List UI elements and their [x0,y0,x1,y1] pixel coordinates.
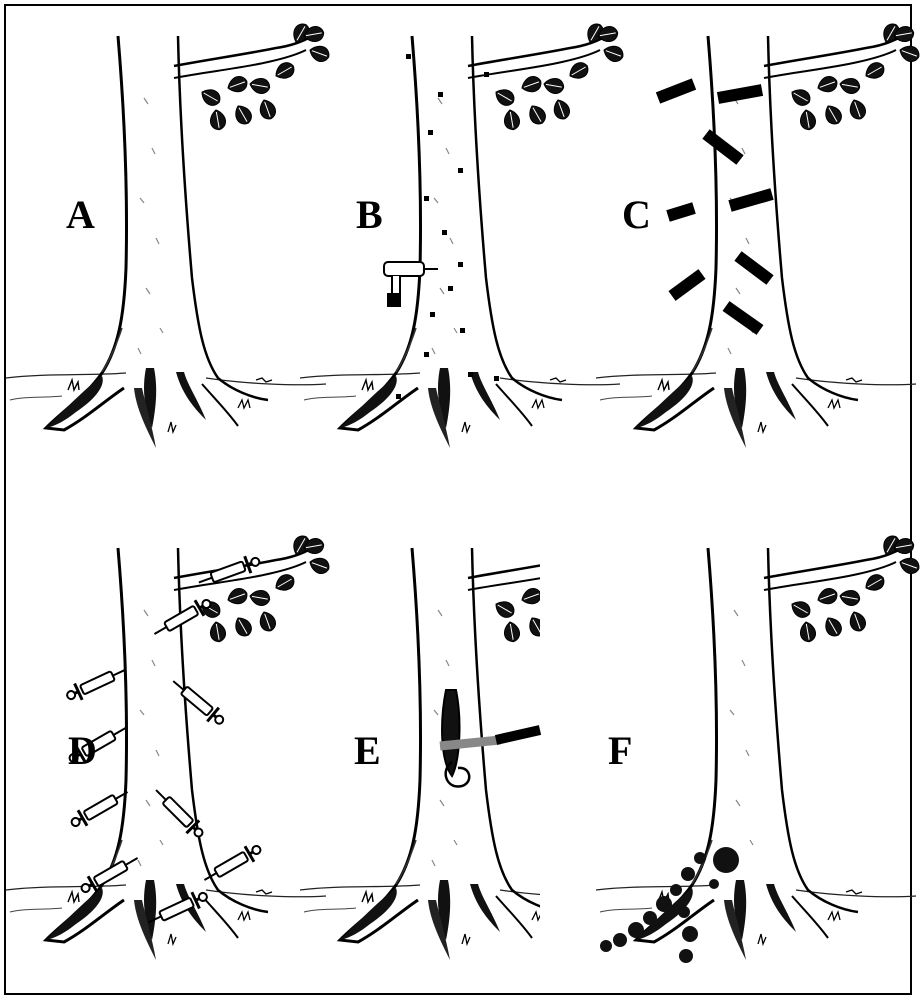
fungal-growth [600,847,739,963]
panel-label-c: C [622,192,651,237]
drill-holes [396,54,499,399]
panel-label-b: B [356,192,383,237]
panel-label-d: D [68,728,97,773]
panel-a [6,21,331,448]
panel-d [6,533,331,960]
panel-label-e: E [354,728,381,773]
panel-e [300,533,625,960]
panel-f [596,533,920,963]
panel-label-a: A [66,192,95,237]
panel-label-f: F [608,728,632,773]
drill-icon [384,262,438,306]
panel-b [300,21,625,448]
bark-cut [442,690,469,787]
